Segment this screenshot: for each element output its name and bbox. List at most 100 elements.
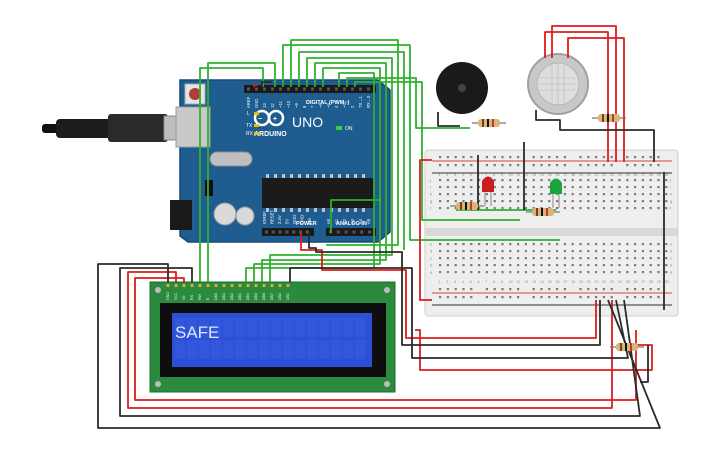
breadboard-hole[interactable] bbox=[485, 271, 488, 274]
breadboard-rail-hole[interactable] bbox=[540, 164, 543, 167]
breadboard-hole[interactable] bbox=[595, 271, 598, 274]
breadboard-hole[interactable] bbox=[493, 179, 496, 182]
breadboard-rail-hole[interactable] bbox=[446, 156, 449, 159]
header-pin[interactable] bbox=[344, 230, 348, 234]
header-pin[interactable] bbox=[351, 87, 354, 91]
breadboard-hole[interactable] bbox=[618, 179, 621, 182]
wire-green-led[interactable] bbox=[354, 81, 520, 221]
breadboard-hole[interactable] bbox=[439, 207, 442, 210]
breadboard-hole[interactable] bbox=[641, 179, 644, 182]
breadboard-hole[interactable] bbox=[595, 243, 598, 246]
breadboard-hole[interactable] bbox=[602, 243, 605, 246]
header-pin[interactable] bbox=[305, 230, 309, 234]
breadboard-hole[interactable] bbox=[563, 200, 566, 203]
breadboard-hole[interactable] bbox=[587, 271, 590, 274]
breadboard-rail-hole[interactable] bbox=[485, 288, 488, 291]
breadboard-hole[interactable] bbox=[595, 207, 598, 210]
breadboard-hole[interactable] bbox=[618, 264, 621, 267]
wire-green[interactable] bbox=[298, 51, 405, 250]
breadboard-hole[interactable] bbox=[548, 200, 551, 203]
breadboard-hole[interactable] bbox=[509, 200, 512, 203]
breadboard-hole[interactable] bbox=[509, 179, 512, 182]
breadboard-hole[interactable] bbox=[446, 186, 449, 189]
breadboard-rail-hole[interactable] bbox=[556, 156, 559, 159]
breadboard-hole[interactable] bbox=[485, 257, 488, 260]
breadboard-hole[interactable] bbox=[470, 271, 473, 274]
breadboard-hole[interactable] bbox=[571, 179, 574, 182]
breadboard-hole[interactable] bbox=[634, 257, 637, 260]
breadboard-hole[interactable] bbox=[532, 186, 535, 189]
wire-black[interactable] bbox=[261, 81, 272, 87]
breadboard-rail-hole[interactable] bbox=[470, 296, 473, 299]
breadboard-hole[interactable] bbox=[478, 271, 481, 274]
breadboard-rail-hole[interactable] bbox=[540, 296, 543, 299]
gas-sensor[interactable] bbox=[527, 53, 589, 115]
breadboard-hole[interactable] bbox=[478, 250, 481, 253]
resistor-lcd-backlight[interactable] bbox=[610, 343, 644, 351]
header-pin[interactable] bbox=[292, 230, 296, 234]
breadboard-rail-hole[interactable] bbox=[446, 296, 449, 299]
breadboard-rail-hole[interactable] bbox=[610, 296, 613, 299]
breadboard-hole[interactable] bbox=[618, 257, 621, 260]
breadboard-rail-hole[interactable] bbox=[587, 296, 590, 299]
breadboard-hole[interactable] bbox=[649, 271, 652, 274]
breadboard-hole[interactable] bbox=[524, 271, 527, 274]
breadboard-hole[interactable] bbox=[556, 243, 559, 246]
breadboard-hole[interactable] bbox=[665, 257, 668, 260]
breadboard-hole[interactable] bbox=[579, 271, 582, 274]
breadboard-hole[interactable] bbox=[548, 243, 551, 246]
breadboard-hole[interactable] bbox=[524, 264, 527, 267]
breadboard-holes[interactable] bbox=[439, 156, 668, 299]
breadboard-hole[interactable] bbox=[462, 179, 465, 182]
breadboard-hole[interactable] bbox=[634, 250, 637, 253]
breadboard-hole[interactable] bbox=[493, 264, 496, 267]
breadboard-rail-hole[interactable] bbox=[649, 156, 652, 159]
breadboard-rail-hole[interactable] bbox=[602, 288, 605, 291]
breadboard-hole[interactable] bbox=[540, 200, 543, 203]
breadboard-hole[interactable] bbox=[657, 200, 660, 203]
breadboard-hole[interactable] bbox=[524, 179, 527, 182]
breadboard-rail-hole[interactable] bbox=[587, 164, 590, 167]
breadboard-hole[interactable] bbox=[439, 200, 442, 203]
breadboard-hole[interactable] bbox=[509, 193, 512, 196]
breadboard-hole[interactable] bbox=[595, 264, 598, 267]
breadboard-hole[interactable] bbox=[657, 186, 660, 189]
breadboard-rail-hole[interactable] bbox=[649, 288, 652, 291]
breadboard-hole[interactable] bbox=[446, 264, 449, 267]
breadboard-rail-hole[interactable] bbox=[641, 296, 644, 299]
breadboard-rail-hole[interactable] bbox=[532, 288, 535, 291]
breadboard-hole[interactable] bbox=[485, 193, 488, 196]
breadboard-hole[interactable] bbox=[626, 257, 629, 260]
breadboard-hole[interactable] bbox=[509, 243, 512, 246]
lcd-pin[interactable] bbox=[198, 284, 202, 287]
breadboard-rail-hole[interactable] bbox=[556, 164, 559, 167]
breadboard-hole[interactable] bbox=[462, 193, 465, 196]
breadboard-hole[interactable] bbox=[439, 271, 442, 274]
lcd-pin[interactable] bbox=[286, 284, 290, 287]
breadboard-hole[interactable] bbox=[587, 193, 590, 196]
green-led[interactable] bbox=[550, 178, 562, 209]
breadboard-hole[interactable] bbox=[563, 207, 566, 210]
breadboard-hole[interactable] bbox=[602, 186, 605, 189]
wire-red-sensor[interactable] bbox=[551, 25, 617, 162]
breadboard-hole[interactable] bbox=[641, 243, 644, 246]
breadboard-hole[interactable] bbox=[610, 243, 613, 246]
wire-red-lcd-backlight[interactable] bbox=[415, 329, 653, 371]
digital-header[interactable] bbox=[244, 85, 376, 93]
breadboard-hole[interactable] bbox=[626, 250, 629, 253]
breadboard-hole[interactable] bbox=[649, 257, 652, 260]
breadboard-hole[interactable] bbox=[595, 257, 598, 260]
breadboard-hole[interactable] bbox=[602, 193, 605, 196]
breadboard-hole[interactable] bbox=[579, 243, 582, 246]
breadboard-hole[interactable] bbox=[532, 243, 535, 246]
breadboard-hole[interactable] bbox=[563, 243, 566, 246]
breadboard-hole[interactable] bbox=[579, 179, 582, 182]
lcd-pin[interactable] bbox=[278, 284, 282, 287]
breadboard-hole[interactable] bbox=[517, 271, 520, 274]
breadboard-rail-hole[interactable] bbox=[462, 164, 465, 167]
breadboard-hole[interactable] bbox=[665, 186, 668, 189]
breadboard-hole[interactable] bbox=[634, 200, 637, 203]
breadboard-hole[interactable] bbox=[641, 193, 644, 196]
breadboard-hole[interactable] bbox=[563, 264, 566, 267]
header-pin[interactable] bbox=[247, 87, 250, 91]
